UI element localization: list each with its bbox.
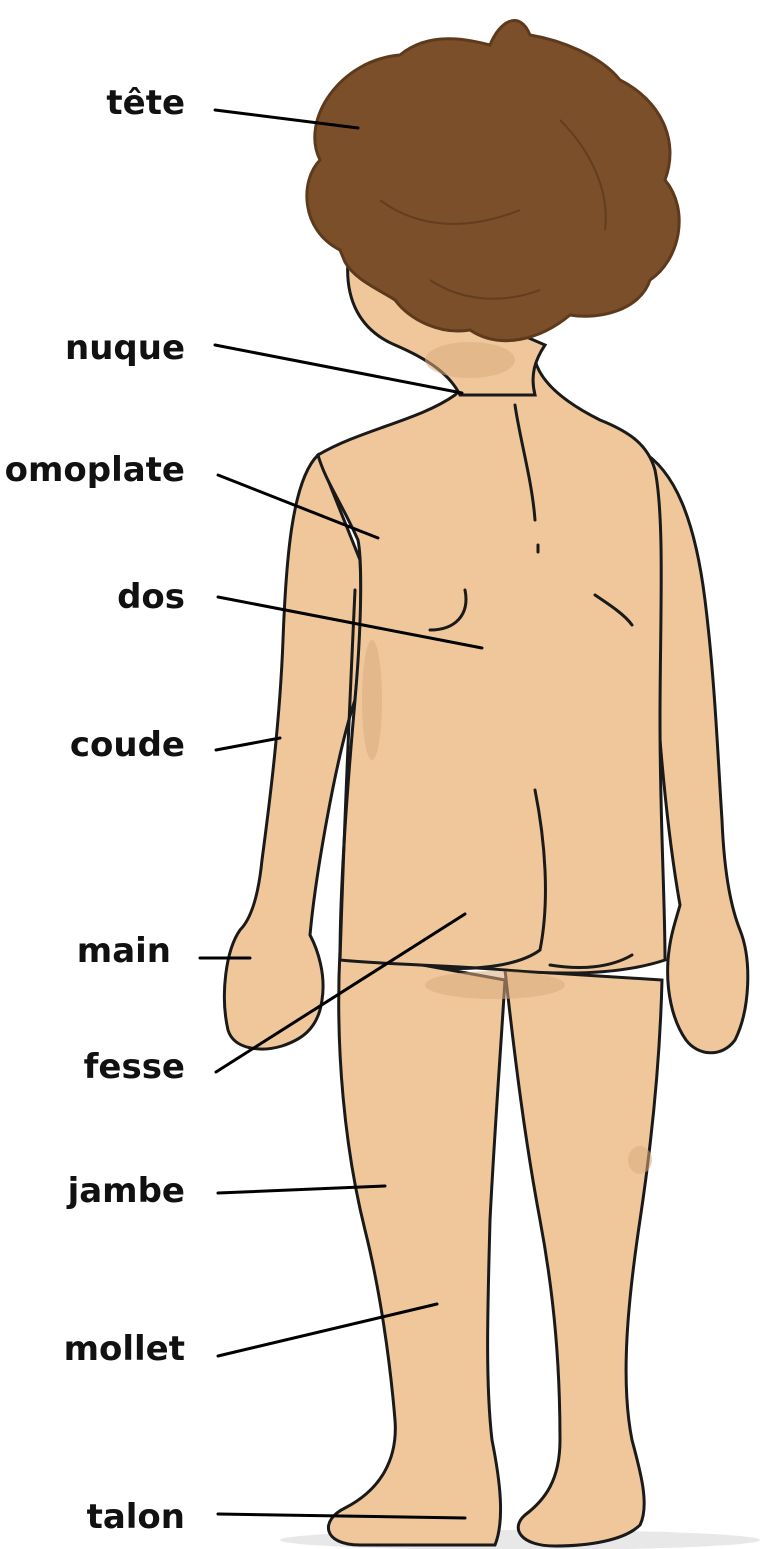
leader-coude xyxy=(216,738,280,750)
label-fesse: fesse xyxy=(84,1050,185,1084)
label-jambe: jambe xyxy=(68,1174,185,1208)
label-talon: talon xyxy=(87,1500,185,1534)
right-leg xyxy=(505,970,662,1546)
left-leg xyxy=(328,950,505,1545)
label-omoplate: omoplate xyxy=(5,453,185,487)
label-main: main xyxy=(77,934,171,968)
label-nuque: nuque xyxy=(65,331,185,365)
label-coude: coude xyxy=(70,728,185,762)
label-mollet: mollet xyxy=(64,1332,185,1366)
label-tete: tête xyxy=(106,86,185,120)
label-dos: dos xyxy=(117,580,185,614)
